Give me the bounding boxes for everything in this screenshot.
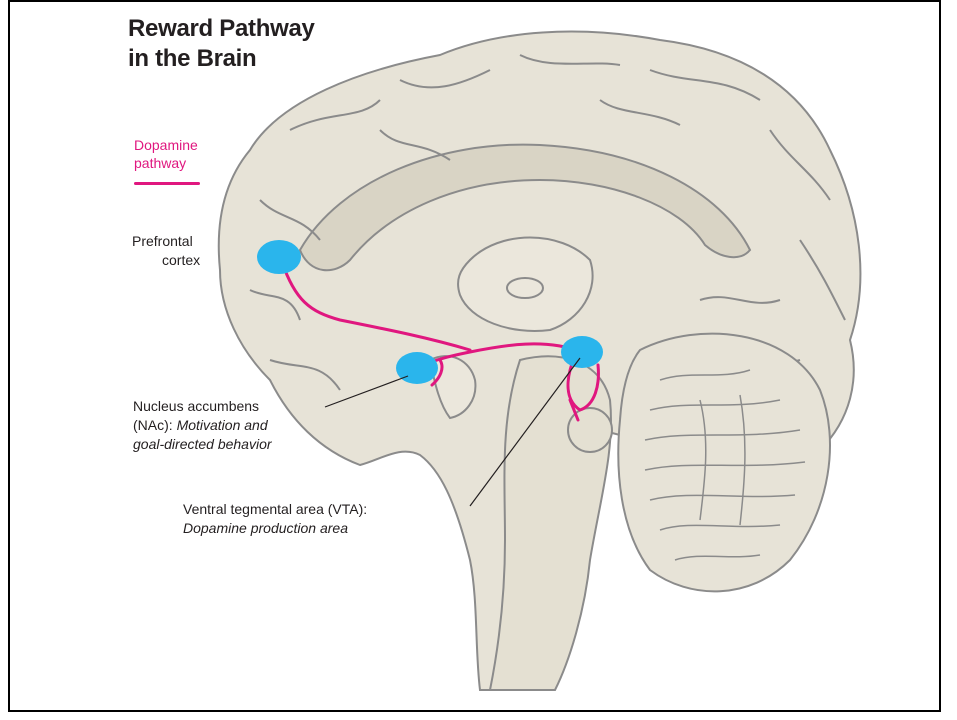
vta-line-2: Dopamine production area (183, 519, 483, 538)
nac-line-2: (NAc): Motivation and (133, 416, 373, 435)
pfc-line-2: cortex (132, 251, 252, 270)
nac-line-2-italic: Motivation and (177, 417, 268, 433)
vta-line-1: Ventral tegmental area (VTA): (183, 500, 483, 519)
legend-label-line-1: Dopamine (134, 136, 198, 154)
nac-line-3-italic: goal-directed behavior (133, 436, 272, 452)
nac-line-1: Nucleus accumbens (133, 397, 373, 416)
pfc-line-1: Prefrontal (132, 232, 252, 251)
vta-line-2-italic: Dopamine production area (183, 520, 348, 536)
title-line-1: Reward Pathway (128, 14, 315, 44)
diagram-title: Reward Pathway in the Brain (128, 14, 315, 74)
prefrontal-cortex-region (257, 240, 301, 274)
legend-label-line-2: pathway (134, 154, 198, 172)
nac-line-2-prefix: (NAc): (133, 417, 177, 433)
label-nucleus-accumbens: Nucleus accumbens (NAc): Motivation and … (133, 397, 373, 454)
vta-region (561, 336, 603, 368)
title-line-2: in the Brain (128, 44, 315, 74)
legend-swatch-line (134, 182, 200, 185)
nucleus-accumbens-region (396, 352, 438, 384)
legend-label: Dopamine pathway (134, 136, 198, 172)
brainstem (490, 356, 611, 690)
label-prefrontal-cortex: Prefrontal cortex (132, 232, 252, 270)
label-vta: Ventral tegmental area (VTA): Dopamine p… (183, 500, 483, 538)
nac-line-3: goal-directed behavior (133, 435, 373, 454)
